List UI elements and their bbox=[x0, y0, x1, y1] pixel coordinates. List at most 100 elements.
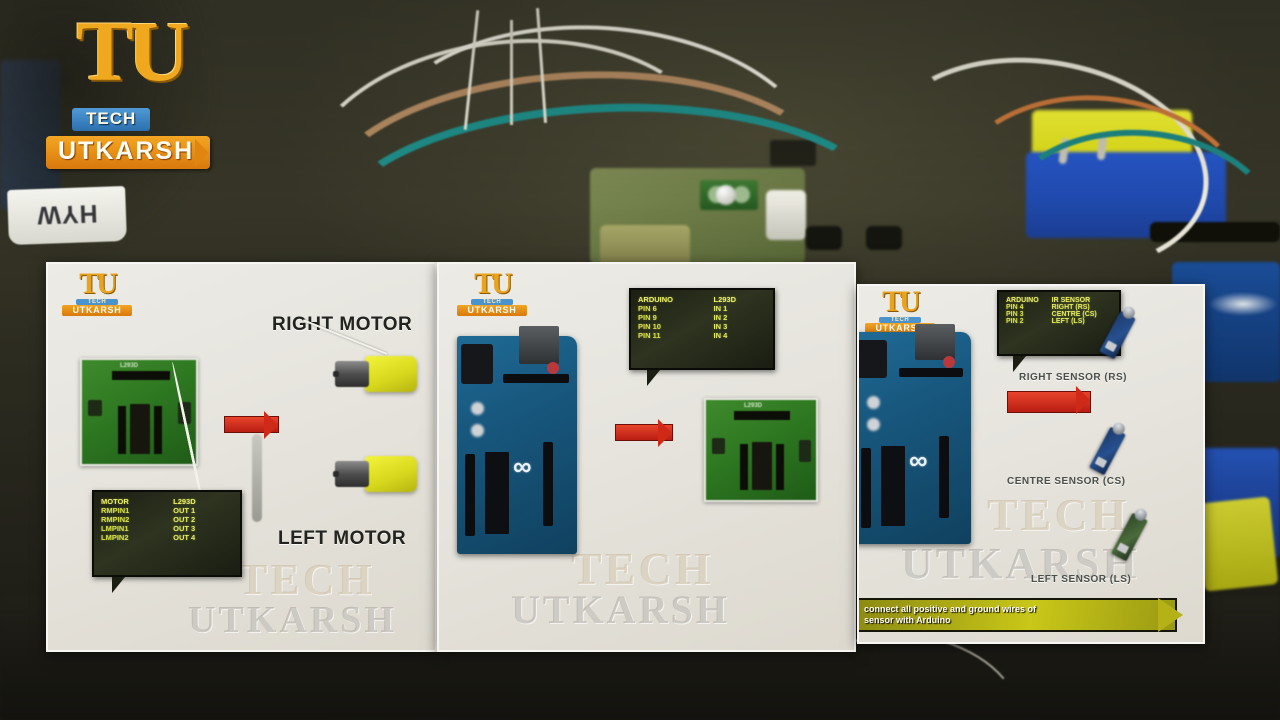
panel2-pin-header-left bbox=[740, 444, 748, 490]
panel1-pin-header-left bbox=[118, 406, 126, 454]
table-row: PIN 9 IN 2 bbox=[638, 313, 766, 322]
panel3-led-a bbox=[867, 396, 880, 409]
battery-clip: HYW bbox=[7, 185, 127, 246]
sensor-panel: TU TECH UTKARSH TECH UTKARSH ∞ ARDUINO I… bbox=[857, 284, 1205, 644]
cell-val: OUT 3 bbox=[173, 524, 196, 533]
cell-val: OUT 1 bbox=[173, 506, 196, 515]
left-ir-sensor bbox=[1111, 506, 1149, 562]
table-row: PIN 6 IN 1 bbox=[638, 304, 766, 313]
panel2-header-bottom-left bbox=[465, 454, 475, 536]
panel3-header-bottom-left bbox=[861, 448, 871, 528]
right-motor-label: RIGHT MOTOR bbox=[272, 314, 413, 335]
cell-key: LMPIN1 bbox=[101, 524, 129, 533]
motor-to-driver-callout: MOTOR L293D RMPIN1 OUT 1 RMPIN2 OUT 2 LM… bbox=[92, 490, 242, 593]
arduino-header-strip bbox=[1150, 222, 1280, 242]
cell-key: PIN 4 bbox=[1006, 304, 1024, 311]
panel3-red-arrow bbox=[1007, 386, 1091, 414]
panel1-logo-name: UTKARSH bbox=[62, 304, 132, 316]
centre-ir-sensor bbox=[1089, 420, 1127, 476]
right-sensor-label: RIGHT SENSOR (RS) bbox=[1019, 372, 1127, 383]
black-connector-2 bbox=[866, 226, 902, 250]
panel2-logo-tech: TECH bbox=[471, 298, 513, 305]
panel3-logo: TU TECH UTKARSH bbox=[865, 285, 935, 334]
terminal-screw-right bbox=[733, 186, 750, 203]
panel1-cap-right bbox=[178, 402, 191, 424]
table-row: ARDUINO IR SENSOR bbox=[1006, 297, 1112, 304]
sensor-note-line2: sensor with Arduino bbox=[864, 615, 951, 625]
cell-key: PIN 11 bbox=[638, 331, 661, 340]
panel1-ic bbox=[130, 404, 150, 454]
panel2-pin-header-right bbox=[776, 444, 784, 490]
sensor-note-line1: connect all positive and ground wires of bbox=[864, 604, 1037, 614]
table-row: MOTOR L293D bbox=[101, 497, 233, 506]
table-row: PIN 4 RIGHT (RS) bbox=[1006, 304, 1112, 311]
panel2-board-silk: L293D bbox=[744, 403, 763, 409]
panel1-watermark-tech: TECH bbox=[238, 555, 375, 604]
arduino-to-driver-callout: ARDUINO L293D PIN 6 IN 1 PIN 9 IN 2 PIN … bbox=[629, 288, 775, 386]
left-motor-shaft bbox=[333, 471, 339, 477]
panel3-power-jack bbox=[859, 340, 887, 378]
logo-mark: TU bbox=[76, 3, 189, 99]
panel2-infinity-logo: ∞ bbox=[513, 451, 531, 481]
dark-ic-chip bbox=[770, 140, 816, 166]
panel3-logo-mark: TU bbox=[882, 285, 921, 318]
table-row: ARDUINO L293D bbox=[638, 295, 766, 304]
battery-clip-label: HYW bbox=[35, 198, 99, 230]
sensor-note-text: connect all positive and ground wires of… bbox=[859, 604, 1037, 626]
cell-key: MOTOR bbox=[101, 497, 129, 506]
panel3-header-bottom-right bbox=[939, 436, 949, 518]
panel1-red-arrow bbox=[224, 411, 279, 439]
panel3-led-b bbox=[867, 418, 880, 431]
panel2-red-arrow bbox=[615, 419, 673, 447]
panel1-grey-connector bbox=[252, 434, 262, 522]
panel2-header-bottom-right bbox=[543, 442, 553, 526]
panel2-power-jack bbox=[461, 344, 493, 384]
panel2-reset-button bbox=[547, 362, 559, 374]
cell-val: L293D bbox=[173, 497, 196, 506]
left-motor-can bbox=[335, 461, 369, 487]
logo-name-badge: UTKARSH bbox=[46, 136, 211, 169]
cell-key: PIN 6 bbox=[638, 304, 657, 313]
table-row: LMPIN2 OUT 4 bbox=[101, 533, 233, 542]
panel2-led-a bbox=[471, 402, 484, 415]
logo-tech-badge: TECH bbox=[72, 108, 151, 131]
panel2-cap-right bbox=[799, 440, 811, 462]
right-motor-can bbox=[335, 361, 369, 387]
cell-val: CENTRE (CS) bbox=[1051, 311, 1097, 318]
panel2-l293d-module: L293D bbox=[704, 398, 818, 502]
channel-logo: TU TECH UTKARSH bbox=[40, 8, 220, 183]
cell-val: L293D bbox=[713, 295, 736, 304]
wire-white-vertical-center bbox=[510, 20, 513, 125]
panel2-mcu bbox=[485, 452, 509, 534]
table-row: PIN 2 LEFT (LS) bbox=[1006, 318, 1112, 325]
cell-val: RIGHT (RS) bbox=[1051, 304, 1090, 311]
cell-val: IN 1 bbox=[713, 304, 728, 313]
callout-tail bbox=[1013, 356, 1026, 372]
panel1-logo-mark: TU bbox=[79, 267, 118, 300]
motor-driver-panel: TU TECH UTKARSH TECH UTKARSH L293D RIGHT… bbox=[46, 262, 437, 652]
arduino-driver-panel: TU TECH UTKARSH TECH UTKARSH ∞ ARDUINO L… bbox=[437, 262, 856, 652]
arduino-to-sensor-callout: ARDUINO IR SENSOR PIN 4 RIGHT (RS) PIN 3… bbox=[997, 290, 1121, 372]
panel1-logo: TU TECH UTKARSH bbox=[62, 267, 132, 316]
right-motor-gearbox bbox=[365, 356, 417, 392]
panel2-watermark-tech: TECH bbox=[571, 543, 714, 594]
panel1-pin-header-right bbox=[154, 406, 162, 454]
left-sensor-label: LEFT SENSOR (LS) bbox=[1031, 574, 1132, 585]
right-motor-shaft bbox=[333, 371, 339, 377]
panel2-watermark-name: UTKARSH bbox=[511, 587, 730, 632]
cell-key: RMPIN2 bbox=[101, 515, 130, 524]
panel3-logo-tech: TECH bbox=[879, 316, 921, 323]
table-row: RMPIN1 OUT 1 bbox=[101, 506, 233, 515]
panel1-watermark-name: UTKARSH bbox=[188, 599, 397, 641]
arduino-to-sensor-table: ARDUINO IR SENSOR PIN 4 RIGHT (RS) PIN 3… bbox=[1006, 297, 1112, 325]
cell-key: PIN 10 bbox=[638, 322, 661, 331]
left-motor-graphic bbox=[333, 456, 429, 496]
sensor-note-banner: connect all positive and ground wires of… bbox=[859, 598, 1183, 632]
yellow-wheel-hub bbox=[1195, 496, 1279, 592]
panel2-usb-port bbox=[519, 326, 559, 364]
cell-key: PIN 3 bbox=[1006, 311, 1024, 318]
panel3-header-top bbox=[899, 368, 963, 377]
cell-val: LEFT (LS) bbox=[1051, 318, 1085, 325]
white-relay-module bbox=[766, 190, 806, 240]
arduino-to-driver-table: ARDUINO L293D PIN 6 IN 1 PIN 9 IN 2 PIN … bbox=[638, 295, 766, 340]
